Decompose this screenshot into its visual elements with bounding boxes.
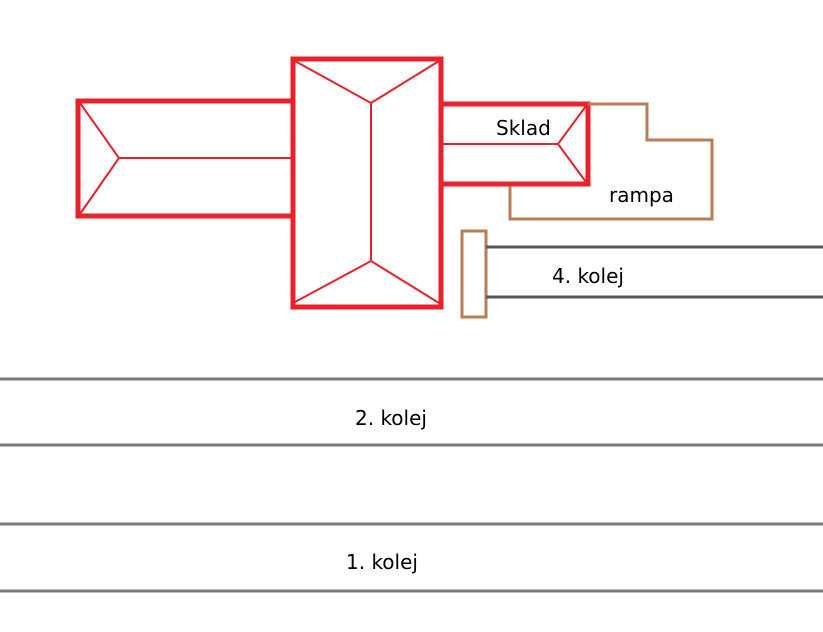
main-building-outline [290,56,444,310]
track-4 [486,245,823,299]
track-2-label: 2. kolej [355,406,427,430]
main-roof-top-hip [294,60,440,105]
buffer-stop [460,229,488,319]
left-wing [75,98,296,219]
ramp-label: rampa [609,183,674,207]
warehouse-hip [556,105,587,183]
track-2 [0,377,823,447]
track-4-label: 4. kolej [552,264,624,288]
left-wing-hip [79,102,121,215]
main-building [290,56,444,310]
track-1 [0,522,823,593]
ramp-outline [508,102,714,221]
warehouse [438,101,591,187]
main-roof-bottom-hip [294,259,440,304]
warehouse-label: Sklad [496,116,551,140]
track-1-label: 1. kolej [346,550,418,574]
station-building [75,56,591,310]
